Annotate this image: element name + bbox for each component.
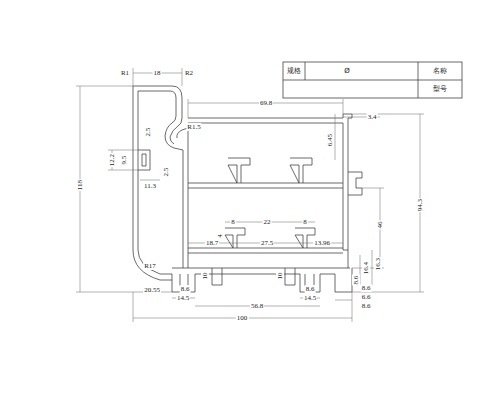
dimension-label: 14.5 bbox=[303, 294, 317, 302]
dimension-label: 8.6 bbox=[305, 285, 316, 293]
dimension-label: 4 bbox=[216, 233, 224, 239]
dimension-label: 8.6 bbox=[361, 284, 372, 292]
dimension-label: 46 bbox=[376, 221, 384, 230]
dimension-label: R17 bbox=[143, 262, 157, 270]
table-cell: Ø bbox=[343, 67, 351, 75]
dimension-label: 13.96 bbox=[313, 239, 331, 247]
dimension-label: 2.5 bbox=[144, 127, 152, 138]
dimension-label: 56.8 bbox=[250, 302, 264, 310]
dimension-label: 27.5 bbox=[260, 239, 274, 247]
dimension-label: 8.6 bbox=[361, 302, 372, 310]
dimension-label: 8.6 bbox=[180, 285, 191, 293]
dimension-label: R1.5 bbox=[186, 123, 201, 131]
dimension-label: 11.3 bbox=[143, 182, 157, 190]
dimension-label: 8 bbox=[302, 218, 308, 226]
dimension-label: 22 bbox=[263, 218, 272, 226]
dimension-label: 69.8 bbox=[259, 99, 273, 107]
table-cell: 规格 bbox=[286, 67, 302, 75]
dimension-label: 2.5 bbox=[162, 167, 170, 178]
dimension-label: 100 bbox=[236, 314, 249, 322]
dimension-label: 118 bbox=[76, 179, 84, 191]
dimension-label: 14.5 bbox=[176, 294, 190, 302]
dimension-label: 18.7 bbox=[205, 239, 219, 247]
dimension-label: 16.4 bbox=[362, 261, 370, 275]
dimension-label: 94.3 bbox=[416, 198, 424, 212]
dimension-label: 8.6 bbox=[352, 275, 360, 286]
dimension-label: 12.2 bbox=[108, 153, 116, 167]
dimension-label: 6.45 bbox=[326, 133, 334, 147]
dimension-label: 20.55 bbox=[143, 286, 161, 294]
table-cell: 型号 bbox=[432, 85, 448, 93]
dimension-label: 10 bbox=[276, 272, 284, 281]
dimension-label: 10 bbox=[201, 272, 209, 281]
dimension-label: 8 bbox=[230, 218, 236, 226]
dimension-label: 16.3 bbox=[374, 257, 382, 271]
dimension-label: R2 bbox=[184, 69, 194, 77]
table-cell: 名称 bbox=[432, 67, 448, 75]
dimension-label: 3.4 bbox=[367, 113, 378, 121]
dimension-label: 18 bbox=[153, 69, 162, 77]
dimension-label: R1 bbox=[120, 69, 130, 77]
dimension-label: 6.6 bbox=[361, 293, 372, 301]
dimension-label: 9.5 bbox=[120, 155, 128, 166]
